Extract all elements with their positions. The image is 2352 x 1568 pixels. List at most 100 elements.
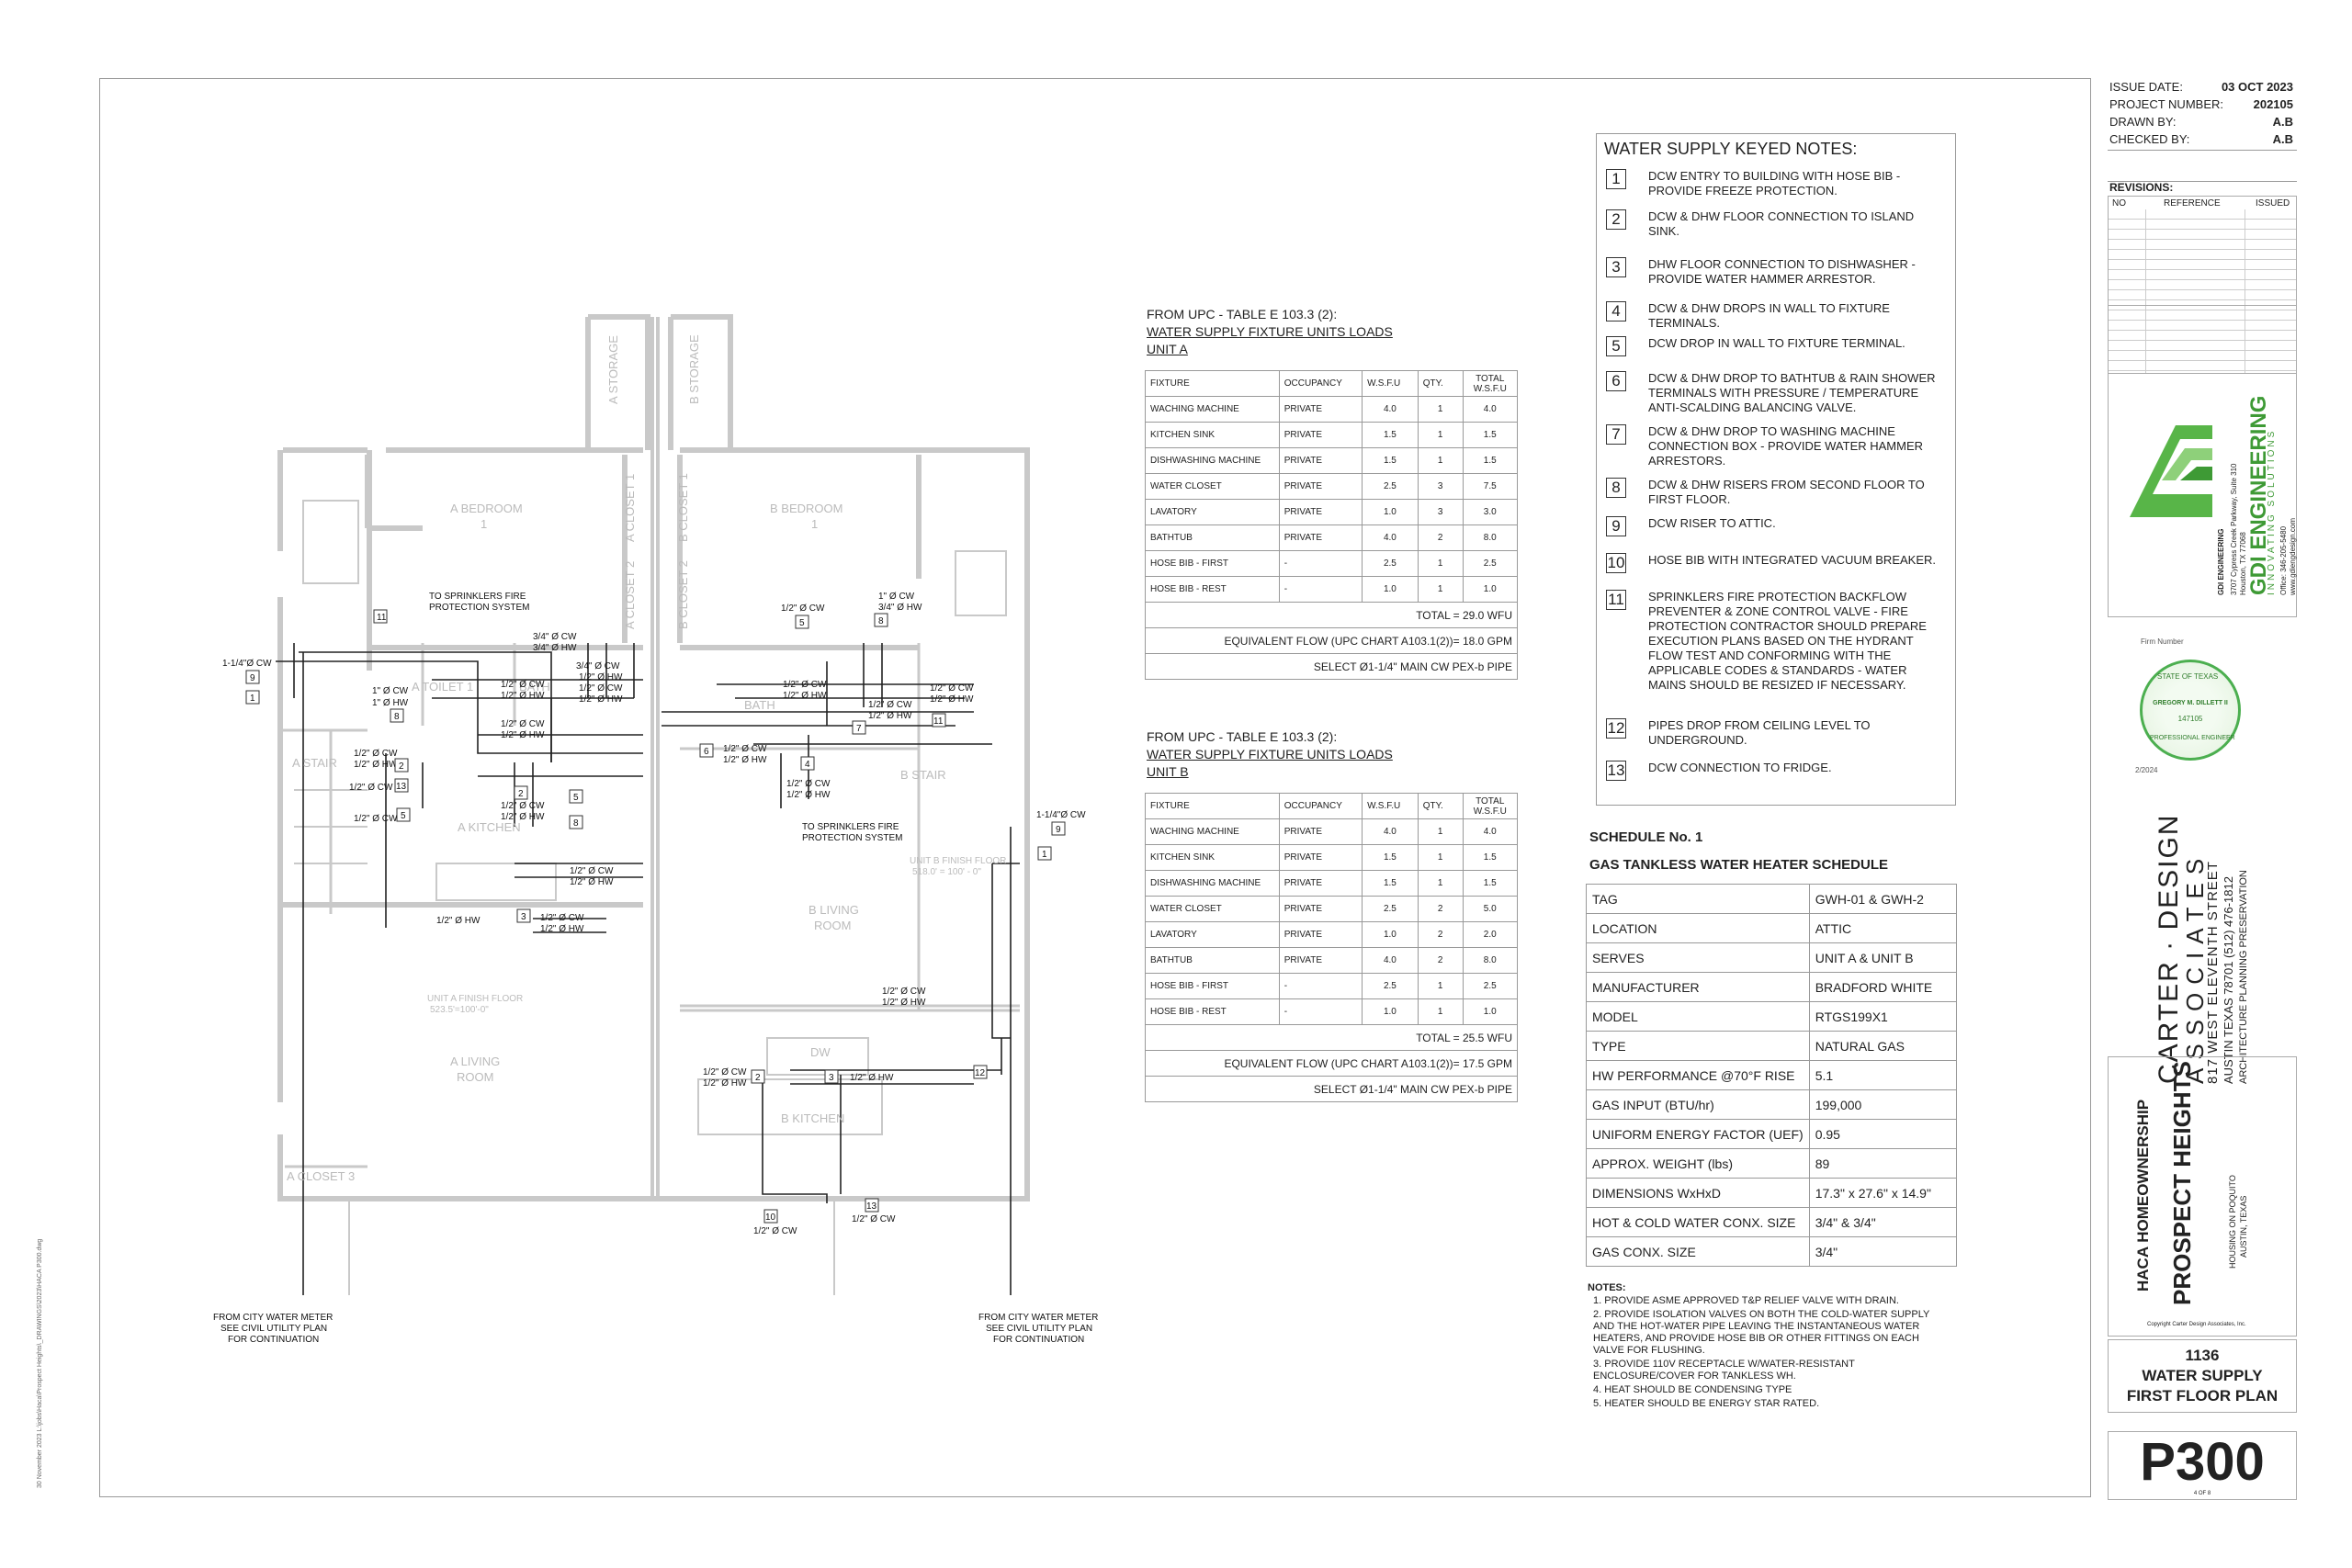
pipe-label: 3/4" Ø HW <box>533 643 577 653</box>
gdi-address: GDI ENGINEERING <box>2217 529 2226 595</box>
keyed-note-number: 10 <box>1606 553 1626 573</box>
pipe-label: 1/2" Ø CW <box>723 744 767 754</box>
schedule-key: MANUFACTURER <box>1586 972 1810 1002</box>
table-cell: 3 <box>1417 499 1464 525</box>
table-cell: 2.5 <box>1462 973 1519 999</box>
pipe-label: 1/2" Ø HW <box>579 672 623 682</box>
seal-firm: Firm Number <box>2141 637 2184 646</box>
schedule-key: GAS INPUT (BTU/hr) <box>1586 1089 1810 1120</box>
table-cell: 1 <box>1417 396 1464 423</box>
table-cell: PRIVATE <box>1278 947 1363 974</box>
project-block: HACA HOMEOWNERSHIP PROSPECT HEIGHTS HOUS… <box>2108 1056 2297 1337</box>
keyed-note-number: 7 <box>1606 424 1626 445</box>
table-cell: 4.0 <box>1462 396 1519 423</box>
pipe-label: 1/2" Ø HW <box>930 694 974 705</box>
unit-a-title3: UNIT A <box>1147 342 1188 356</box>
pipe-label: 1/2" Ø HW <box>570 877 614 887</box>
table-cell: LAVATORY <box>1145 499 1280 525</box>
pipe-label: 1/2" Ø HW <box>436 916 481 926</box>
sheet-title2: FIRST FLOOR PLAN <box>2126 1387 2278 1404</box>
room-b-living: B LIVING <box>808 903 859 917</box>
table-cell: 5.0 <box>1462 896 1519 922</box>
tag-1b: 1 <box>1042 850 1047 860</box>
table-header: W.S.F.U <box>1362 793 1419 819</box>
keyed-note-number: 11 <box>1606 590 1626 610</box>
keyed-note-text: HOSE BIB WITH INTEGRATED VACUUM BREAKER. <box>1648 553 1936 567</box>
tag-7: 7 <box>856 724 862 734</box>
keyed-notes-title: WATER SUPPLY KEYED NOTES: <box>1604 140 1858 158</box>
label-sprinkler-b1: TO SPRINKLERS FIRE <box>802 822 899 832</box>
gdi-addr2: 3707 Cypress Creek Parkway, Suite 310 <box>2230 463 2238 595</box>
schedule-key: MODEL <box>1586 1001 1810 1032</box>
unit-a-title1: FROM UPC - TABLE E 103.3 (2): <box>1147 307 1338 321</box>
tag-2b: 2 <box>518 789 524 799</box>
revisions-table: NO REFERENCE ISSUED <box>2108 196 2297 374</box>
room-a-closet2: A CLOSET 2 <box>623 561 637 629</box>
checked-label: CHECKED BY: <box>2109 132 2190 146</box>
room-a-closet1: A CLOSET 1 <box>623 474 637 542</box>
gdi-tagline: INNOVATING SOLUTIONS <box>2267 428 2277 595</box>
label-cw114-b: 1-1/4"Ø CW <box>1036 810 1086 820</box>
room-a-bedroom-num: 1 <box>481 517 487 531</box>
table-cell: - <box>1278 550 1363 577</box>
total-row: TOTAL = 25.5 WFU <box>1145 1024 1518 1051</box>
schedule-value: 199,000 <box>1808 1089 1958 1120</box>
notes-title: NOTES: <box>1588 1282 1626 1293</box>
table-cell: 1 <box>1417 576 1464 603</box>
keyed-note-number: 4 <box>1606 301 1626 321</box>
walls <box>277 314 1030 1295</box>
note-item: 1. PROVIDE ASME APPROVED T&P RELIEF VALV… <box>1593 1295 1899 1306</box>
total-row: TOTAL = 29.0 WFU <box>1145 602 1518 628</box>
pipe-label: 1/2" Ø CW <box>882 987 926 997</box>
engineer-seal: Firm Number STATE OF TEXAS GREGORY M. DI… <box>2135 637 2255 774</box>
table-header: QTY. <box>1417 370 1464 397</box>
checked-row: CHECKED BY:A.B <box>2109 130 2293 148</box>
select-row: SELECT Ø1-1/4" MAIN CW PEX-b PIPE <box>1145 653 1518 680</box>
pipe-label: 1/2" Ø CW <box>501 801 545 811</box>
select-cell: SELECT Ø1-1/4" MAIN CW PEX-b PIPE <box>1145 1076 1518 1102</box>
table-cell: PRIVATE <box>1278 921 1363 948</box>
sheet-border <box>99 78 2091 1497</box>
room-a-bedroom: A BEDROOM <box>450 502 523 515</box>
pipe-label: 1/2" Ø CW <box>930 683 974 694</box>
label-meter-a3: FOR CONTINUATION <box>228 1335 319 1345</box>
select-cell: SELECT Ø1-1/4" MAIN CW PEX-b PIPE <box>1145 653 1518 680</box>
pipe-label: 3/4" Ø CW <box>576 661 620 671</box>
table-cell: 4.0 <box>1362 525 1419 551</box>
keyed-note-text: DCW & DHW DROPS IN WALL TO FIXTURE TERMI… <box>1648 301 1890 330</box>
pipe-label: 1/2" Ø CW <box>349 783 393 793</box>
table-cell: 1.5 <box>1462 870 1519 897</box>
table-cell: 4.0 <box>1362 396 1419 423</box>
table-cell: WACHING MACHINE <box>1145 396 1280 423</box>
flow-cell: EQUIVALENT FLOW (UPC CHART A103.1(2))= 1… <box>1145 1050 1518 1077</box>
table-cell: 1 <box>1417 973 1464 999</box>
pipe-label: 1" Ø CW <box>878 592 915 602</box>
issue-info: ISSUE DATE:03 OCT 2023 PROJECT NUMBER:20… <box>2108 78 2297 182</box>
room-a-closet3: A CLOSET 3 <box>287 1169 355 1183</box>
note-item: 5. HEATER SHOULD BE ENERGY STAR RATED. <box>1593 1398 1820 1409</box>
schedule-value: 3/4" & 3/4" <box>1808 1207 1958 1237</box>
seal-circle <box>2140 660 2241 761</box>
pipe-label: 1/2" Ø HW <box>783 691 827 701</box>
label-meter-b1: FROM CITY WATER METER <box>978 1313 1098 1323</box>
table-header: OCCUPANCY <box>1278 793 1363 819</box>
room-b-bath: BATH <box>744 698 775 712</box>
pipe-label: 1/2" Ø CW <box>570 866 614 876</box>
gdi-addr4: Office: 346-205-5480 <box>2279 525 2288 595</box>
table-cell: 1 <box>1417 422 1464 448</box>
room-b-closet2: B CLOSET 2 <box>676 560 690 629</box>
note-item: 2. PROVIDE ISOLATION VALVES ON BOTH THE … <box>1593 1309 1930 1356</box>
issue-label: ISSUE DATE: <box>2109 80 2183 94</box>
note-item: 4. HEAT SHOULD BE CONDENSING TYPE <box>1593 1384 1792 1395</box>
rev-no-header: NO <box>2112 198 2126 209</box>
tag-13: 13 <box>396 782 407 792</box>
table-cell: 8.0 <box>1462 947 1519 974</box>
